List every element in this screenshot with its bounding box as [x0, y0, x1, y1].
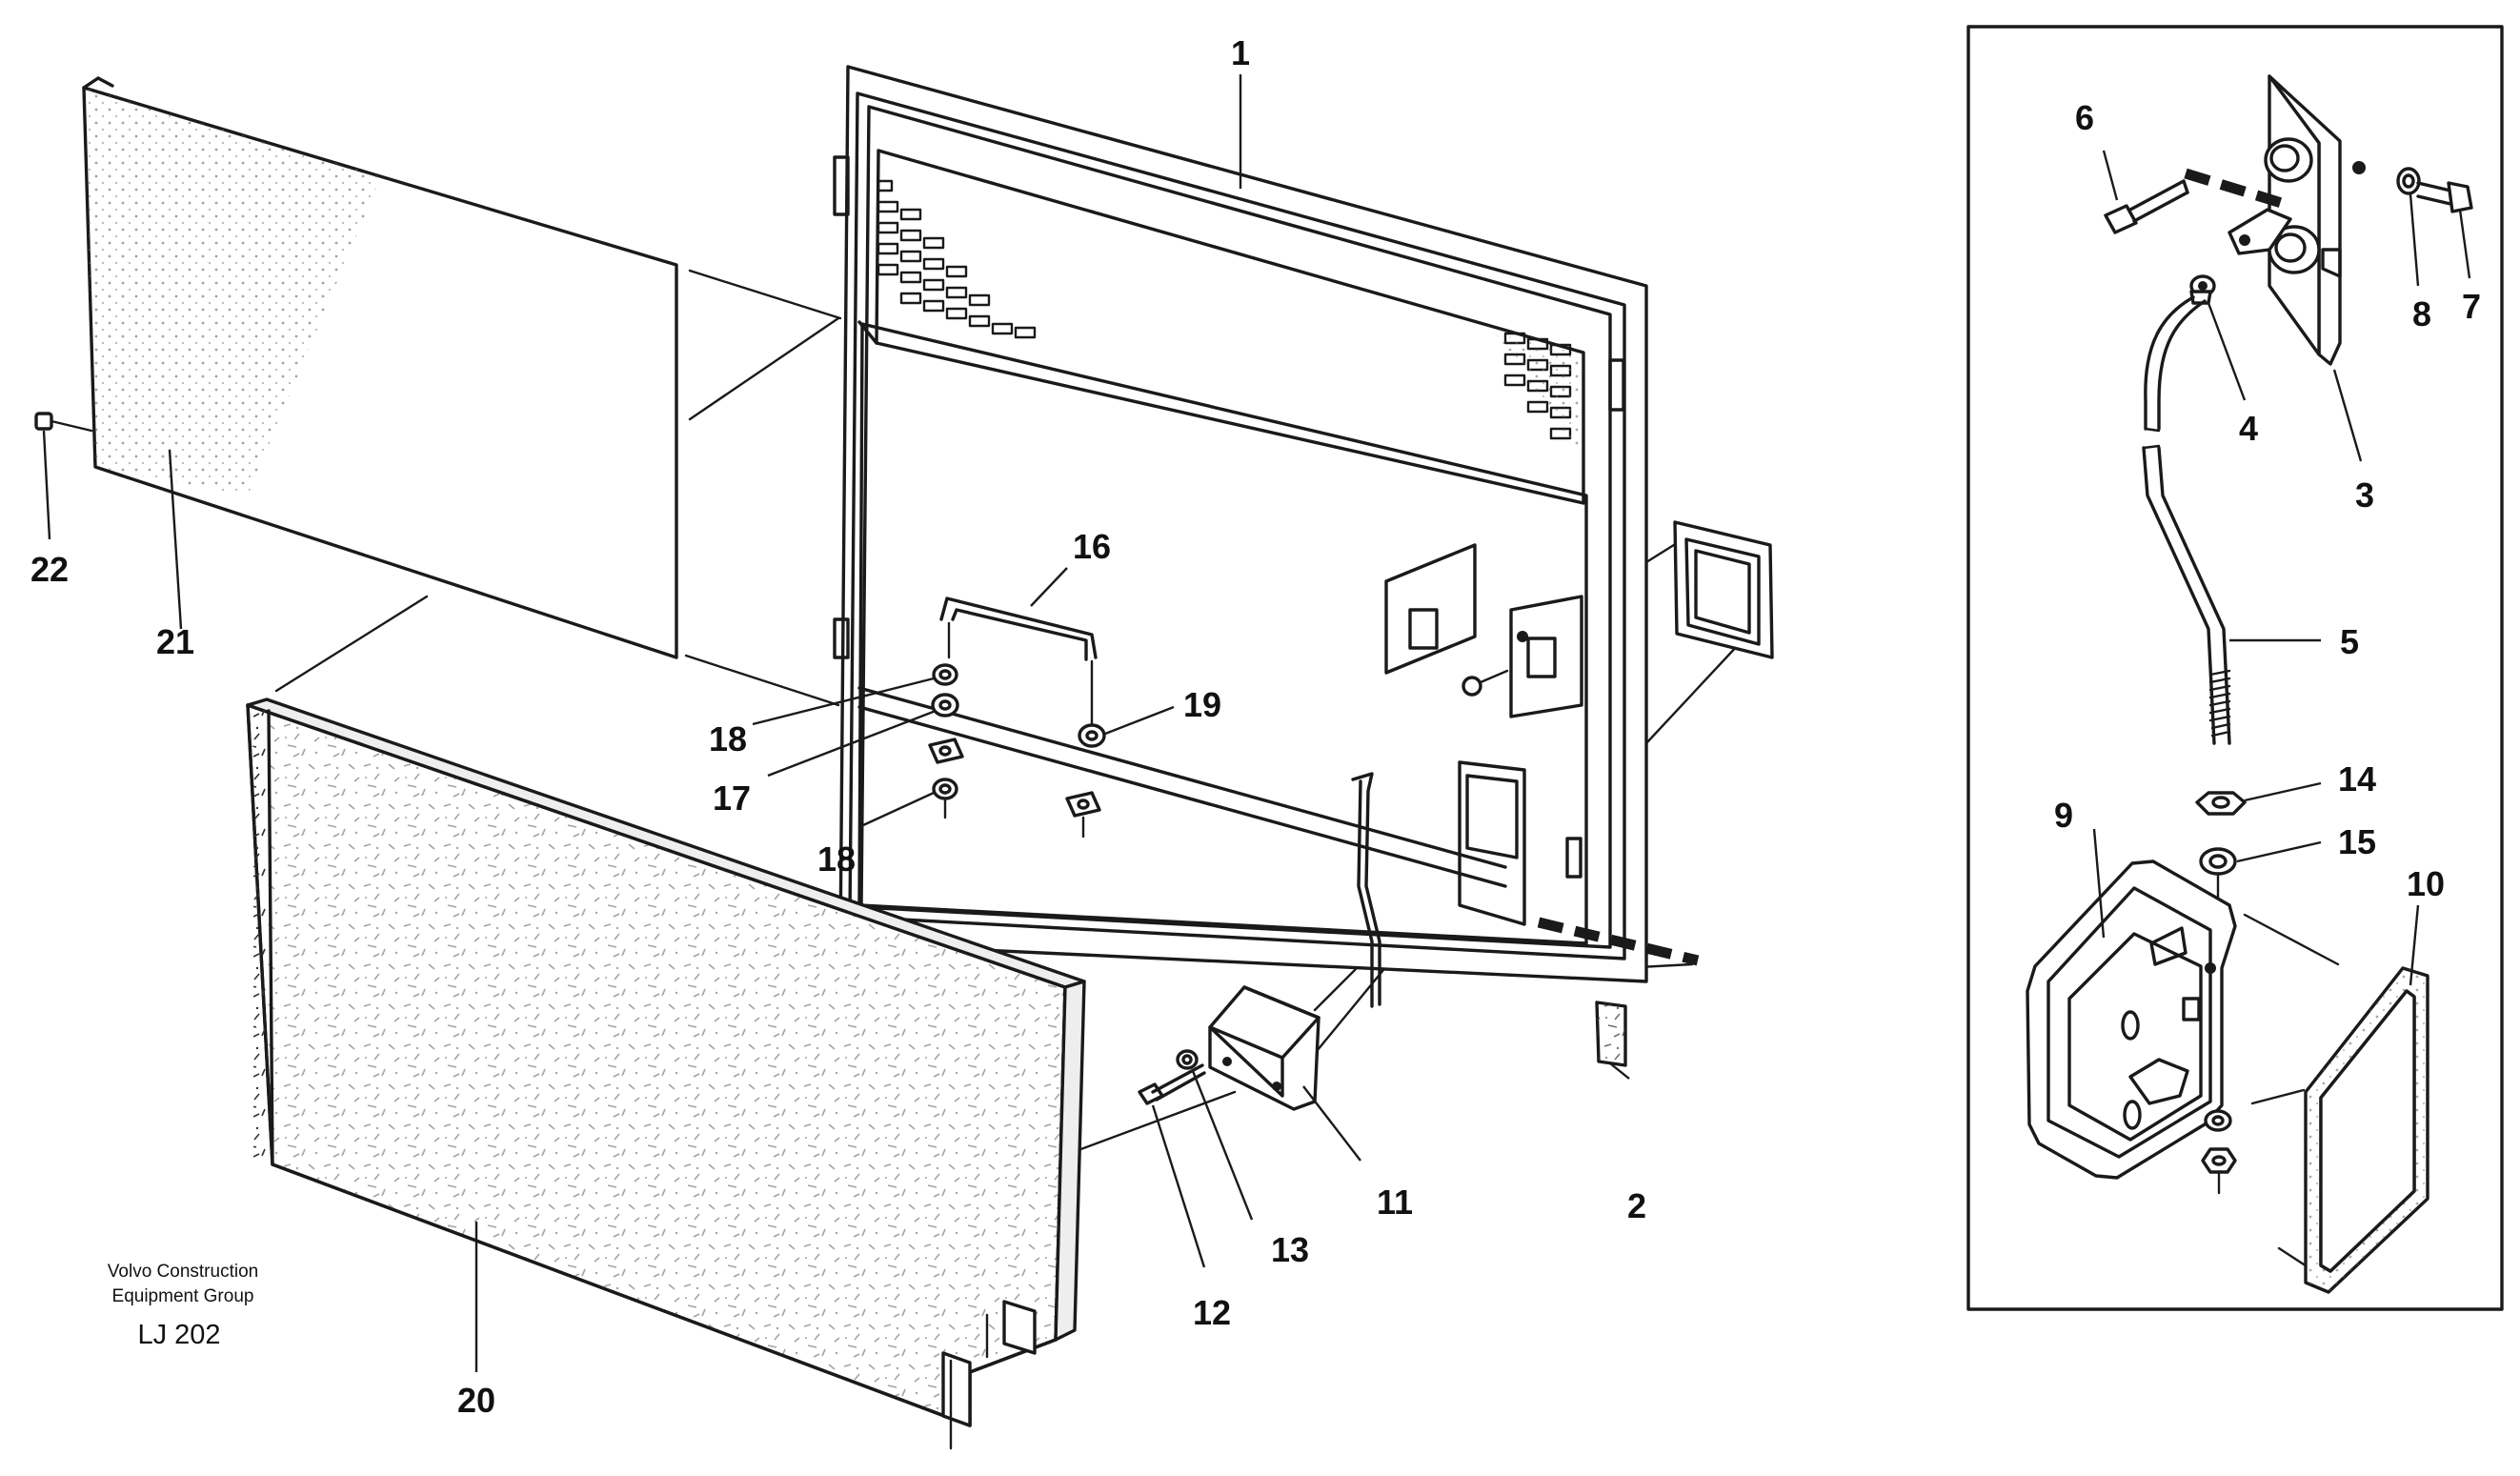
- callout-20: 20: [457, 1381, 495, 1420]
- frame-latch-plate-right: [1509, 595, 1583, 718]
- detail-inset: [1966, 25, 2504, 1311]
- callout-17: 17: [713, 778, 751, 818]
- washer-8: [2396, 167, 2421, 195]
- door-handle: [939, 596, 1098, 726]
- rod-5: [2142, 295, 2231, 745]
- callout-18-lower: 18: [817, 839, 856, 879]
- roller-upper: [2264, 137, 2313, 183]
- washer-18-upper: [932, 663, 958, 686]
- clip-left: [928, 738, 964, 764]
- bracket-washer: [1176, 1049, 1199, 1070]
- callout-18-upper: 18: [709, 719, 747, 758]
- callout-10: 10: [2407, 864, 2445, 903]
- callout-3: 3: [2355, 475, 2374, 515]
- washer-18-lower: [932, 778, 958, 819]
- callout-8: 8: [2412, 294, 2431, 334]
- callout-6: 6: [2075, 98, 2094, 137]
- washer-19: [1078, 723, 1106, 748]
- small-screw: [1462, 669, 1509, 697]
- callout-21: 21: [156, 622, 194, 661]
- latch-rod: [1351, 772, 1381, 1008]
- clip-right: [1065, 791, 1101, 839]
- brand-line-1: Volvo Construction: [108, 1262, 258, 1282]
- lock-housing-outer: [1673, 520, 1774, 659]
- callout-11: 11: [1377, 1183, 1413, 1222]
- callout-12: 12: [1193, 1293, 1231, 1332]
- alignment-dash: [1537, 917, 1700, 966]
- insulation-block-lower: [246, 698, 1086, 1450]
- brand-line-2: Equipment Group: [112, 1286, 254, 1306]
- washer-15: [2199, 847, 2237, 876]
- bolt-7: [2416, 181, 2473, 213]
- washer-17: [931, 693, 959, 718]
- callout-5: 5: [2340, 622, 2359, 661]
- leader-lines: [42, 74, 2471, 1372]
- panel-plug: [34, 412, 93, 433]
- bracket-bolt: [1138, 1063, 1206, 1105]
- callout-2: 2: [1627, 1186, 1646, 1225]
- insulation-panel-upper: [82, 76, 678, 659]
- callout-15: 15: [2338, 822, 2376, 861]
- gasket: [2304, 966, 2429, 1294]
- rod-end-4: [2189, 274, 2216, 305]
- callout-labels: 1 2 3 4 5 6 7 8 9 10 11 12 13 14 15 16 1…: [30, 33, 2481, 1420]
- drawing-code: LJ 202: [137, 1320, 220, 1350]
- bolt-6-path: [2184, 168, 2287, 210]
- frame-latch-plate-left: [1384, 543, 1477, 675]
- lock-washer-lower: [2204, 1109, 2232, 1132]
- callout-4: 4: [2239, 409, 2258, 448]
- callout-22: 22: [30, 550, 69, 589]
- callout-14: 14: [2338, 759, 2376, 799]
- rubber-stop: [1595, 1001, 1627, 1067]
- lock-nut-lower: [2201, 1147, 2237, 1195]
- callout-7: 7: [2462, 287, 2481, 326]
- callout-13: 13: [1271, 1230, 1309, 1269]
- callout-19: 19: [1183, 685, 1221, 724]
- publisher-block: Volvo Construction Equipment Group LJ 20…: [108, 1262, 258, 1350]
- callout-9: 9: [2054, 796, 2073, 835]
- bolt-6: [2104, 179, 2189, 234]
- door-frame: [833, 65, 1648, 983]
- callout-16: 16: [1073, 527, 1111, 566]
- callout-1: 1: [1231, 33, 1250, 72]
- lock-housing: [2026, 859, 2237, 1180]
- roller-link: [2228, 208, 2292, 255]
- nut-14: [2195, 791, 2247, 816]
- latch-bracket: [1208, 985, 1320, 1111]
